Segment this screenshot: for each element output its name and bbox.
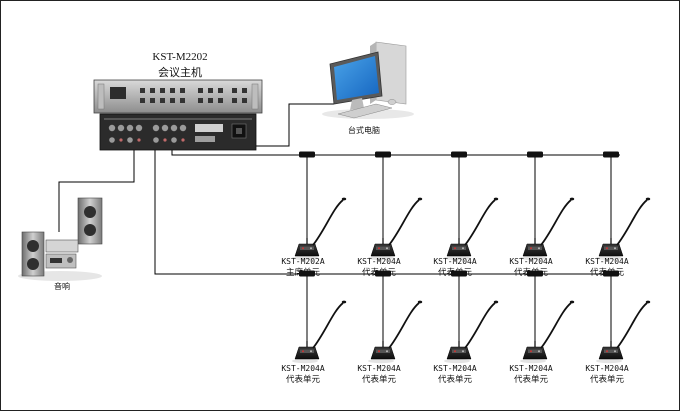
conference-host: KST-M2202 会议主机: [93, 51, 263, 151]
unit-role-label: 代表单元: [286, 374, 321, 385]
unit-model-label: KST-M204A: [433, 257, 477, 266]
host-name-label: 会议主机: [158, 65, 202, 79]
connectors-row1: [299, 151, 619, 243]
chairman-unit: KST-M202A 主席单元: [281, 196, 348, 278]
unit-model-label: KST-M204A: [433, 364, 477, 373]
unit-model-label: KST-M202A: [281, 257, 325, 266]
unit-role-label: 代表单元: [590, 374, 625, 385]
delegate-unit: KST-M204A 代表单元: [433, 196, 500, 278]
unit-model-label: KST-M204A: [585, 364, 629, 373]
unit-role-label: 主席单元: [286, 267, 321, 278]
units-row1: KST-M202A 主席单元 KST-M204A 代表单元 KST-M204A …: [281, 196, 652, 278]
delegate-unit: KST-M204A 代表单元: [357, 299, 424, 385]
delegate-unit: KST-M204A 代表单元: [509, 299, 576, 385]
unit-role-label: 代表单元: [438, 267, 473, 278]
unit-model-label: KST-M204A: [281, 364, 325, 373]
delegate-unit: KST-M204A 代表单元: [357, 196, 424, 278]
delegate-unit: KST-M204A 代表单元: [433, 299, 500, 385]
unit-role-label: 代表单元: [362, 267, 397, 278]
delegate-unit: KST-M204A 代表单元: [509, 196, 576, 278]
delegate-unit: KST-M204A 代表单元: [585, 299, 652, 385]
unit-model-label: KST-M204A: [357, 364, 401, 373]
unit-role-label: 代表单元: [514, 267, 549, 278]
unit-role-label: 代表单元: [514, 374, 549, 385]
computer-label: 台式电脑: [348, 125, 380, 135]
unit-model-label: KST-M204A: [509, 364, 553, 373]
desktop-computer: 台式电脑: [322, 41, 414, 135]
unit-role-label: 代表单元: [362, 374, 397, 385]
unit-role-label: 代表单元: [438, 374, 473, 385]
units-row2: KST-M204A 代表单元 KST-M204A 代表单元 KST-M204A …: [281, 299, 652, 385]
speaker-system: 音响: [18, 197, 103, 291]
speaker-label: 音响: [54, 281, 70, 291]
unit-model-label: KST-M204A: [357, 257, 401, 266]
unit-model-label: KST-M204A: [585, 257, 629, 266]
host-model-label: KST-M2202: [152, 51, 207, 63]
delegate-unit: KST-M204A 代表单元: [281, 299, 348, 385]
delegate-unit: KST-M204A 代表单元: [585, 196, 652, 278]
unit-role-label: 代表单元: [590, 267, 625, 278]
unit-model-label: KST-M204A: [509, 257, 553, 266]
connectors-row2: [299, 270, 619, 346]
